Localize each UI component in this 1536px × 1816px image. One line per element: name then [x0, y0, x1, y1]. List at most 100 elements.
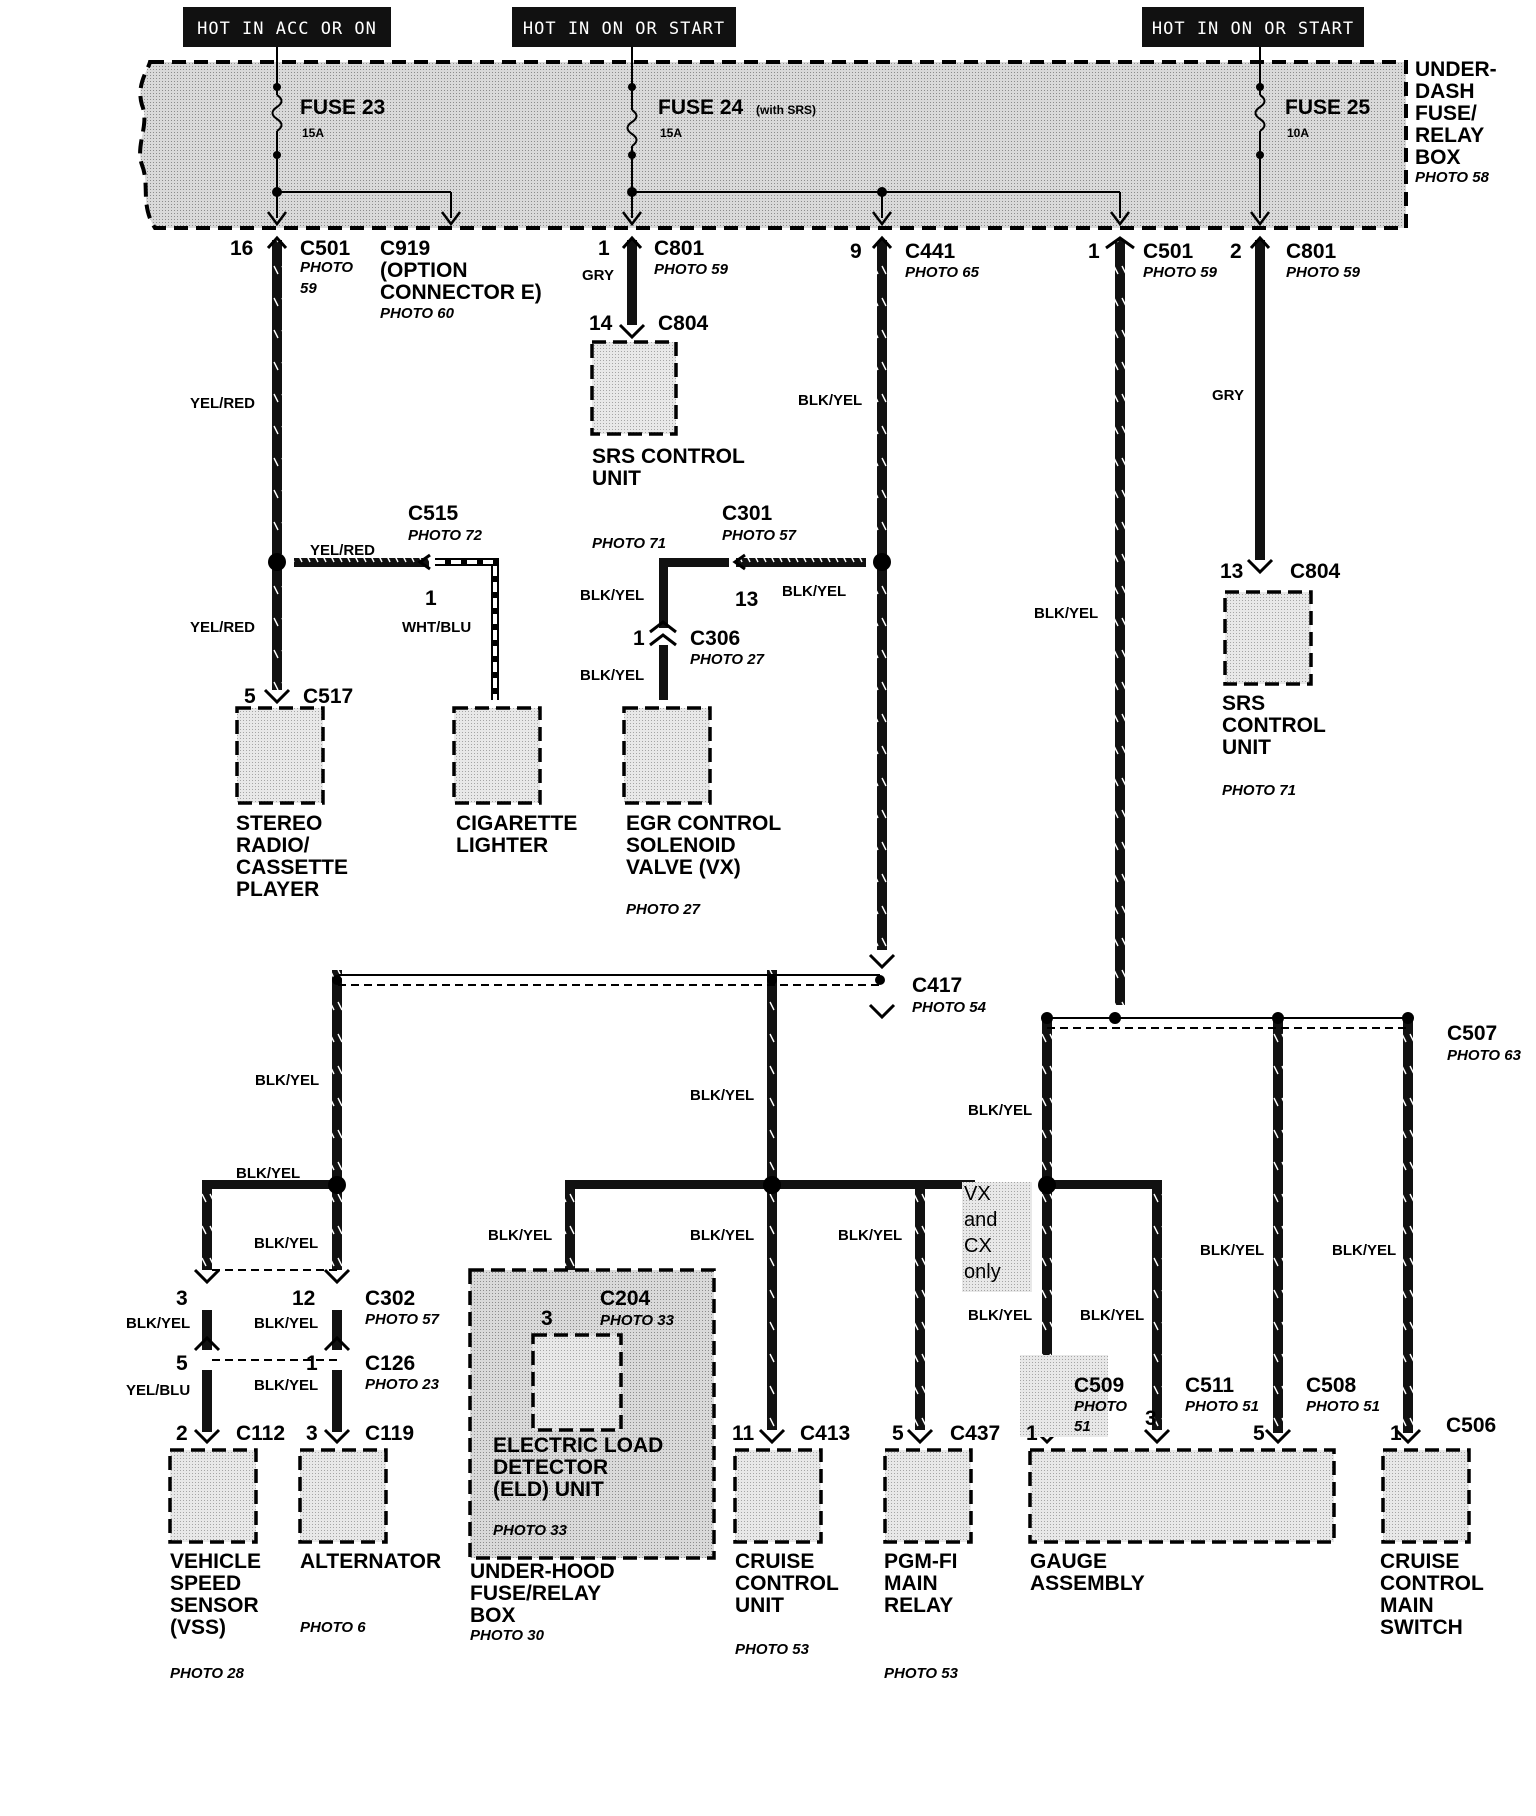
- pgm-fi-relay-photo: PHOTO 53: [884, 1665, 959, 1682]
- vx-cx-note: VX and CX only: [964, 1183, 1003, 1283]
- connector-c509: C509: [1074, 1374, 1124, 1397]
- connector-c507: C507: [1447, 1022, 1497, 1045]
- svg-text:14: 14: [589, 312, 613, 335]
- header-on-start-2-label: HOT IN ON OR START: [1152, 19, 1354, 39]
- connector-c919-photo: PHOTO 60: [380, 305, 455, 322]
- svg-text:5: 5: [176, 1352, 188, 1375]
- connector-c302-photo: PHOTO 57: [365, 1311, 440, 1328]
- svg-text:BLK/YEL: BLK/YEL: [798, 392, 862, 409]
- svg-text:BLK/YEL: BLK/YEL: [968, 1102, 1032, 1119]
- connector-c919: C919 (OPTION CONNECTOR E): [380, 237, 542, 304]
- connector-c413: C413: [800, 1422, 850, 1445]
- svg-text:5: 5: [244, 685, 256, 708]
- fuse-23-amp: 15A: [302, 126, 324, 140]
- connector-c804-a: C804: [658, 312, 709, 335]
- pin-numbers: 16 1 9 1 2 14 13 1 13 1 5 3 12 5 1 2 3 3…: [176, 237, 1402, 1445]
- cigarette-lighter-box: [452, 706, 542, 805]
- svg-text:BLK/YEL: BLK/YEL: [690, 1087, 754, 1104]
- connector-c301: C301: [722, 502, 773, 525]
- pgm-fi-relay-box: [883, 1448, 973, 1544]
- svg-text:16: 16: [230, 237, 253, 260]
- vss-photo: PHOTO 28: [170, 1665, 245, 1682]
- connector-c437: C437: [950, 1422, 1000, 1445]
- connector-c441-photo: PHOTO 65: [905, 264, 980, 281]
- connector-c417: C417: [912, 974, 962, 997]
- srs-control-unit-1-label: SRS CONTROL UNIT: [592, 445, 750, 490]
- connector-c501-a: C501: [300, 237, 351, 260]
- connector-c301-photo: PHOTO 57: [722, 527, 797, 544]
- splice-dots: [268, 553, 1414, 1194]
- egr-valve-box: [622, 706, 712, 805]
- wht-blu-wire: [435, 558, 499, 700]
- eld-unit-label: ELECTRIC LOAD DETECTOR (ELD) UNIT: [493, 1434, 669, 1501]
- svg-text:YEL/RED: YEL/RED: [190, 619, 255, 636]
- svg-text:9: 9: [850, 240, 862, 263]
- svg-text:1: 1: [425, 587, 437, 610]
- fuse-25-amp: 10A: [1287, 126, 1309, 140]
- svg-text:BLK/YEL: BLK/YEL: [580, 667, 644, 684]
- svg-text:1: 1: [1390, 1422, 1402, 1445]
- connector-c417-photo: PHOTO 54: [912, 999, 987, 1016]
- svg-text:13: 13: [1220, 560, 1243, 583]
- cruise-control-unit-box: [733, 1448, 823, 1544]
- svg-text:1: 1: [633, 627, 645, 650]
- connector-c801-a: C801: [654, 237, 705, 260]
- connector-c511: C511: [1185, 1374, 1234, 1397]
- connector-c112: C112: [236, 1422, 285, 1445]
- connector-c126-photo: PHOTO 23: [365, 1376, 440, 1393]
- cruise-switch-box: [1381, 1448, 1471, 1544]
- connector-c508: C508: [1306, 1374, 1357, 1397]
- connector-c511-photo: PHOTO 51: [1185, 1398, 1259, 1415]
- fuse-23-label: FUSE 23: [300, 96, 385, 119]
- svg-text:GRY: GRY: [1212, 387, 1244, 404]
- header-acc: HOT IN ACC OR ON: [183, 7, 391, 47]
- svg-text:BLK/YEL: BLK/YEL: [690, 1227, 754, 1244]
- cruise-control-unit-label: CRUISE CONTROL UNIT: [735, 1550, 844, 1617]
- connector-c204-photo: PHOTO 33: [600, 1312, 675, 1329]
- connector-c515: C515: [408, 502, 459, 525]
- connector-c302: C302: [365, 1287, 415, 1310]
- svg-text:YEL/BLU: YEL/BLU: [126, 1382, 190, 1399]
- eld-unit-photo: PHOTO 33: [493, 1522, 568, 1539]
- wire-color-labels: YEL/RED YEL/RED YEL/RED WHT/BLU GRY GRY …: [126, 267, 1396, 1399]
- svg-text:BLK/YEL: BLK/YEL: [236, 1165, 300, 1182]
- fuse-feeds: [271, 47, 1266, 218]
- svg-text:BLK/YEL: BLK/YEL: [126, 1315, 190, 1332]
- connector-c306-photo: PHOTO 27: [690, 651, 765, 668]
- fuse-25-label: FUSE 25: [1285, 96, 1371, 119]
- connector-c508-photo: PHOTO 51: [1306, 1398, 1380, 1415]
- svg-text:BLK/YEL: BLK/YEL: [968, 1307, 1032, 1324]
- svg-text:WHT/BLU: WHT/BLU: [402, 619, 471, 636]
- svg-text:3: 3: [1145, 1407, 1157, 1430]
- svg-text:BLK/YEL: BLK/YEL: [1080, 1307, 1144, 1324]
- cruise-control-unit-photo: PHOTO 53: [735, 1641, 810, 1658]
- svg-text:1: 1: [598, 237, 610, 260]
- fuse-24-note: (with SRS): [756, 103, 816, 117]
- svg-text:1: 1: [306, 1352, 318, 1375]
- connector-c801-a-photo: PHOTO 59: [654, 261, 729, 278]
- srs-control-unit-box-2: [1223, 590, 1313, 686]
- vss-box: [168, 1448, 258, 1544]
- bus-lines: [212, 974, 1410, 1361]
- under-hood-fuse-box-photo: PHOTO 30: [470, 1627, 545, 1644]
- svg-text:3: 3: [306, 1422, 318, 1445]
- connector-c801-b-photo: PHOTO 59: [1286, 264, 1361, 281]
- fuse-box-label: UNDER- DASH FUSE/ RELAY BOX: [1415, 58, 1503, 169]
- component-boxes: [168, 340, 1471, 1560]
- connector-c515-photo: PHOTO 72: [408, 527, 483, 544]
- svg-text:YEL/RED: YEL/RED: [190, 395, 255, 412]
- connector-arrows: [193, 235, 1422, 1445]
- header-acc-label: HOT IN ACC OR ON: [197, 19, 377, 39]
- fuse-24-amp: 15A: [660, 126, 682, 140]
- connector-c506: C506: [1446, 1414, 1496, 1437]
- connector-c804-b: C804: [1290, 560, 1341, 583]
- connector-c501-b-photo: PHOTO 59: [1143, 264, 1218, 281]
- gauge-assembly-label: GAUGE ASSEMBLY: [1030, 1550, 1145, 1595]
- wire-runs: [202, 240, 1413, 1433]
- egr-valve-label: EGR CONTROL SOLENOID VALVE (VX): [626, 812, 787, 879]
- srs-control-unit-1-photo: PHOTO 71: [592, 535, 666, 552]
- svg-text:BLK/YEL: BLK/YEL: [782, 583, 846, 600]
- svg-text:GRY: GRY: [582, 267, 614, 284]
